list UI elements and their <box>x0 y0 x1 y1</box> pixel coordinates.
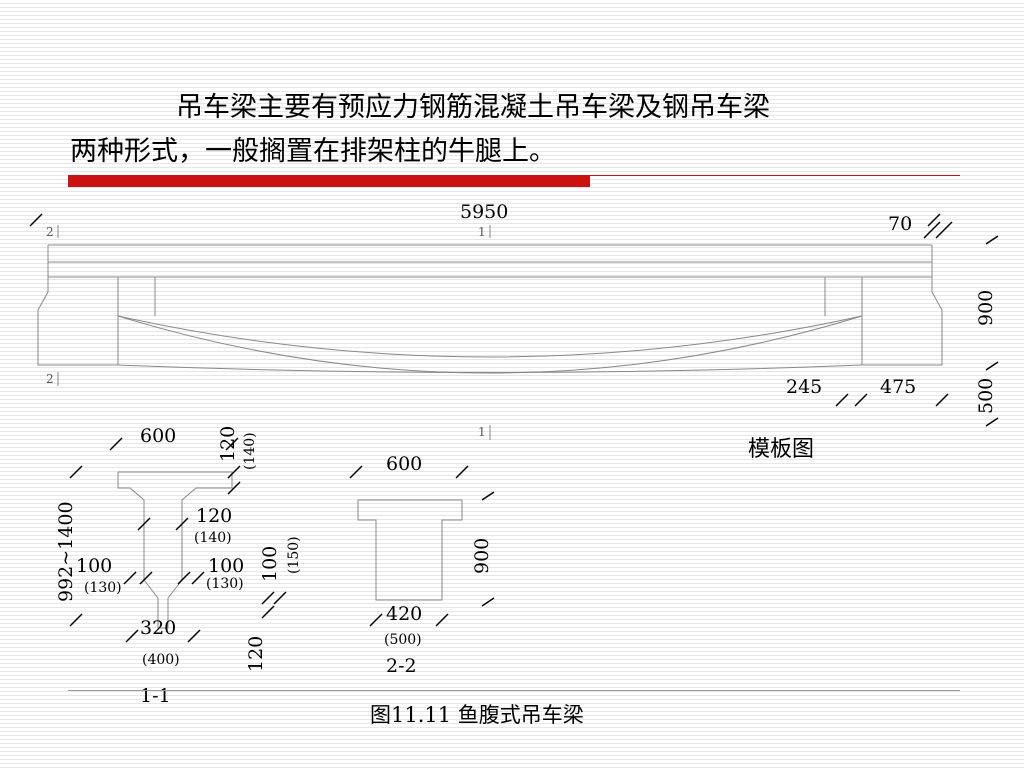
dim-total-length: 5950 <box>460 201 508 223</box>
heading-line-2: 两种形式，一般搁置在排架柱的牛腿上。 <box>70 136 556 167</box>
s11-top-width: 600 <box>140 425 176 447</box>
s11-haunch: 120 <box>196 505 232 527</box>
dim-height-end: 500 <box>975 378 997 414</box>
s11-web-right: 100 <box>208 555 244 577</box>
s11-bottom-width: 320 <box>140 617 176 639</box>
s22-label: 2-2 <box>386 655 417 677</box>
section-1-1-outline <box>117 471 233 629</box>
s11-flange-thickness-alt: (140) <box>242 432 258 470</box>
s11-haunch-alt: (140) <box>194 530 232 546</box>
bottom-rule <box>68 690 960 691</box>
beam-right-end <box>862 245 943 366</box>
accent-bar <box>68 175 590 187</box>
s11-label: 1-1 <box>140 685 171 707</box>
s11-height-range: 992~1400 <box>55 501 77 602</box>
s22-bottom-width-alt: (500) <box>384 632 422 648</box>
slide-heading: 吊车梁主要有预应力钢筋混凝土吊车梁及钢吊车梁 两种形式，一般搁置在排架柱的牛腿上… <box>70 86 950 174</box>
dim-end-offset: 70 <box>888 213 912 235</box>
s11-bottom-width-alt: (400) <box>142 652 180 668</box>
dim-height-mid: 900 <box>975 290 997 326</box>
s11-web-right-alt: (130) <box>206 576 244 592</box>
s22-height: 900 <box>471 538 493 574</box>
section-mark-2-bottom: 2 <box>46 372 54 386</box>
accent-rule <box>590 175 960 176</box>
section-1-1-ticks <box>69 437 287 643</box>
s22-bottom-width: 420 <box>386 603 422 625</box>
section-2-2-ticks <box>349 465 495 627</box>
s11-web-left: 100 <box>76 555 112 577</box>
s11-flange-thickness: 120 <box>217 426 239 462</box>
dimension-ticks <box>29 213 999 427</box>
s22-top-width: 600 <box>386 453 422 475</box>
section-mark-1-top: 1 <box>478 225 486 239</box>
beam-belly-outer <box>117 315 863 374</box>
section-mark-2-top: 2 <box>46 225 54 239</box>
beam-left-end <box>37 245 118 366</box>
section-mark-1-bottom: 1 <box>478 425 486 439</box>
dim-seg-b: 475 <box>880 376 916 398</box>
s11-web-left-alt: (130) <box>84 580 122 596</box>
s11-bottom-haunch: 100 <box>259 546 281 582</box>
s11-bottom-haunch-alt: (150) <box>286 536 302 574</box>
s11-bottom-thickness: 120 <box>245 636 267 672</box>
beam-belly-inner <box>117 315 863 358</box>
figure-caption: 图11.11 鱼腹式吊车梁 <box>370 703 584 727</box>
section-2-2-outline <box>357 499 463 601</box>
heading-line-1: 吊车梁主要有预应力钢筋混凝土吊车梁及钢吊车梁 <box>176 92 770 123</box>
dim-seg-a: 245 <box>786 376 822 398</box>
elevation-caption: 模板图 <box>748 437 814 462</box>
beam-bottom-chord <box>117 364 863 373</box>
beam-elevation <box>37 225 943 440</box>
